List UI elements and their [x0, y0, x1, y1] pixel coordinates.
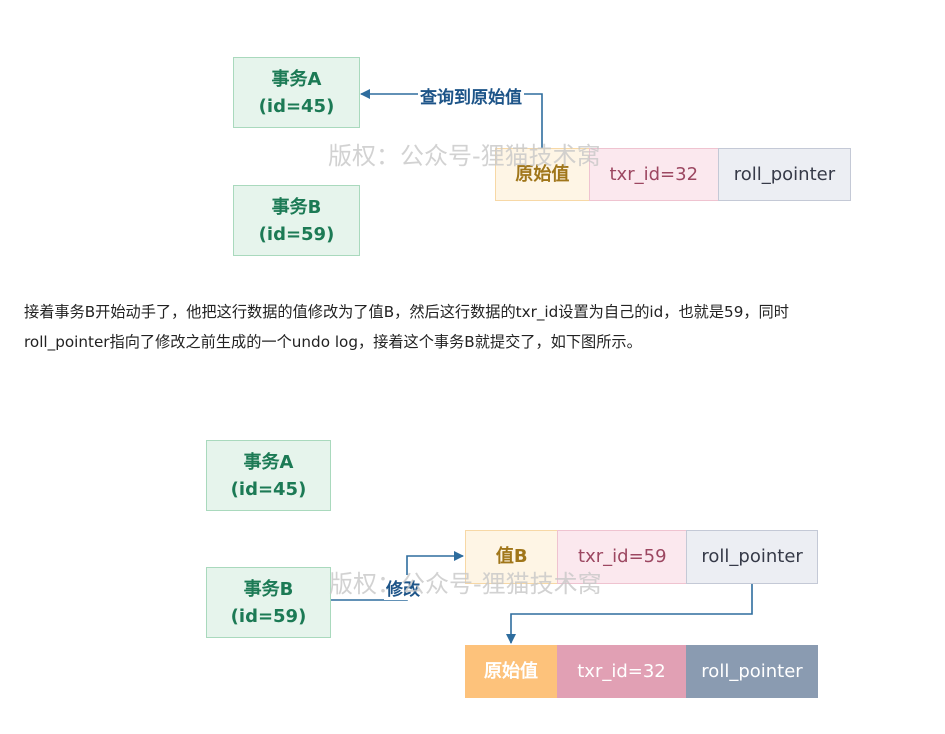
record-value-cell: 原始值: [495, 148, 590, 201]
watermark: 版权：公众号-狸猫技术窝: [328, 142, 601, 170]
transaction-a-name: 事务A: [271, 68, 322, 90]
data-row-record: 原始值 txr_id=32 roll_pointer: [495, 148, 851, 201]
query-arrow-label: 查询到原始值: [418, 83, 524, 108]
data-row-new-record: 值B txr_id=59 roll_pointer: [465, 530, 818, 584]
roll-pointer-arrow: [506, 584, 753, 644]
new-record-roll-pointer-cell: roll_pointer: [686, 530, 818, 584]
transaction-b-box: 事务B (id=59): [233, 185, 360, 256]
undo-roll-pointer-cell: roll_pointer: [686, 645, 818, 698]
paragraph-line-2: roll_pointer指向了修改之前生成的一个undo log，接着这个事务B…: [24, 333, 642, 351]
new-record-txr-id-cell: txr_id=59: [557, 530, 688, 584]
watermark-2: 版权：公众号-狸猫技术窝: [329, 570, 602, 598]
transaction-b-id: (id=59): [258, 223, 335, 245]
modify-arrow-label: 修改: [384, 575, 422, 600]
transaction-b-name-2: 事务B: [243, 578, 294, 600]
paragraph-line-1: 接着事务B开始动手了，他把这行数据的值修改为了值B，然后这行数据的txr_id设…: [24, 303, 789, 321]
transaction-b-id-2: (id=59): [230, 605, 307, 627]
undo-value-cell: 原始值: [465, 645, 557, 698]
undo-txr-id-cell: txr_id=32: [557, 645, 686, 698]
transaction-a-box: 事务A (id=45): [233, 57, 360, 128]
transaction-a-name-2: 事务A: [243, 451, 294, 473]
record-txr-id-cell: txr_id=32: [588, 148, 719, 201]
record-roll-pointer-cell: roll_pointer: [717, 148, 851, 201]
transaction-b-box-2: 事务B (id=59): [206, 567, 331, 638]
new-record-value-cell: 值B: [465, 530, 559, 584]
transaction-a-id: (id=45): [258, 95, 335, 117]
transaction-b-name: 事务B: [271, 196, 322, 218]
transaction-a-box-2: 事务A (id=45): [206, 440, 331, 511]
data-row-undo-log: 原始值 txr_id=32 roll_pointer: [465, 645, 818, 698]
transaction-a-id-2: (id=45): [230, 478, 307, 500]
